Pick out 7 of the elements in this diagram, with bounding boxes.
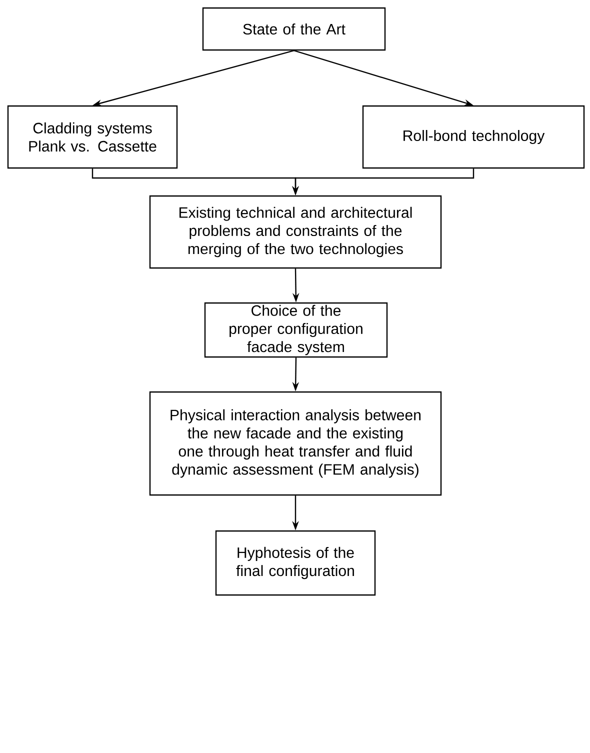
process-box: Hyphotesis of the final configuration — [215, 530, 376, 596]
process-box: Choice of the proper configuration facade system — [204, 302, 388, 358]
process-box: Existing technical and architectural problems and constraints of the merging of the two technologies — [149, 195, 442, 269]
process-box: Cladding systems Plank vs. Cassette — [7, 105, 178, 169]
process-box: State of the Art — [202, 7, 386, 51]
process-box: Physical interaction analysis between the new facade and the existing one through heat transfer and fluid dynamic assessment (FEM analysis) — [149, 391, 442, 496]
process-box: Roll-bond technology — [362, 105, 585, 169]
